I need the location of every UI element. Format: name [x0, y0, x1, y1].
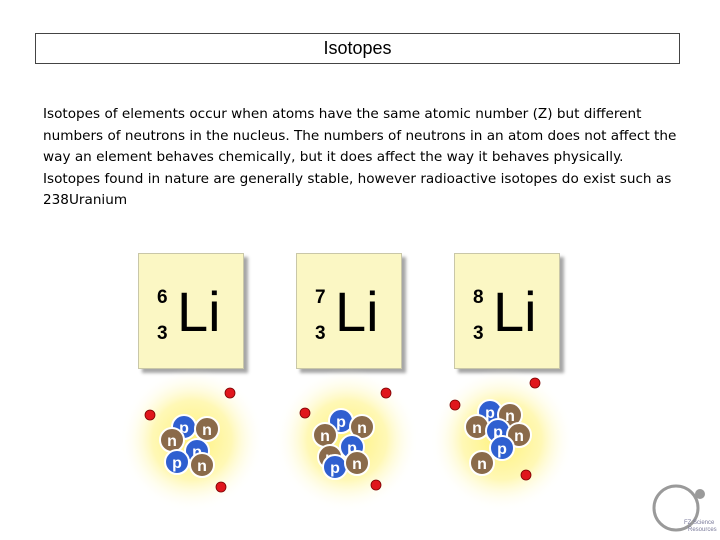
electron [380, 387, 392, 399]
neutron [506, 422, 532, 448]
element-symbol: Li [493, 280, 537, 343]
neutron-label: n [352, 456, 362, 473]
neutron [194, 416, 220, 442]
logo-dot [695, 489, 705, 499]
proton-label: p [347, 440, 357, 457]
logo-text-1: FZ Science [684, 520, 715, 526]
element-symbol: Li [177, 280, 221, 343]
element-symbol: Li [335, 280, 379, 343]
electron [370, 479, 382, 491]
neutron-label: n [477, 456, 487, 473]
electron [299, 407, 311, 419]
proton-label: p [336, 414, 346, 431]
atomic-number: 3 [473, 323, 484, 344]
proton [489, 435, 515, 461]
mass-number: 6 [157, 287, 168, 308]
electron [224, 387, 236, 399]
proton-label: p [179, 420, 189, 437]
proton [164, 449, 190, 475]
neutron [189, 452, 215, 478]
isotope-card-li6: 6 3 Li [138, 253, 244, 369]
neutron-label: n [197, 458, 207, 475]
isotope-card-li7: 7 3 Li [296, 253, 402, 369]
electron [215, 481, 227, 493]
neutron [469, 450, 495, 476]
mass-number: 7 [315, 287, 326, 308]
neutron-label: n [167, 433, 177, 450]
neutron-label: n [320, 428, 330, 445]
atomic-number: 3 [157, 323, 168, 344]
neutron-label: n [505, 408, 515, 425]
electron [520, 469, 532, 481]
isotope-card-li8: 8 3 Li [454, 253, 560, 369]
proton-label: p [172, 455, 182, 472]
logo-text-2: Resources [688, 527, 717, 533]
neutron [344, 450, 370, 476]
publisher-logo: FZ Science Resources [652, 484, 717, 533]
proton-label: p [485, 405, 495, 422]
paragraph-1: Isotopes of elements occur when atoms ha… [43, 106, 677, 165]
proton-label: p [497, 441, 507, 458]
mass-number: 8 [473, 287, 484, 308]
neutron-label: n [514, 428, 524, 445]
electron [449, 399, 461, 411]
neutron-label: n [472, 420, 482, 437]
proton-label: p [493, 424, 503, 441]
atomic-number: 3 [315, 323, 326, 344]
neutron-label: n [357, 420, 367, 437]
slide-title: Isotopes [35, 33, 680, 64]
paragraph-2: Isotopes found in nature are generally s… [43, 170, 672, 209]
logo-ring [652, 484, 700, 532]
electron [144, 409, 156, 421]
neutron-label: n [202, 422, 212, 439]
body-text: Isotopes of elements occur when atoms ha… [43, 104, 683, 212]
proton-label: p [330, 460, 340, 477]
proton-label: p [192, 444, 202, 461]
electron [529, 377, 541, 389]
